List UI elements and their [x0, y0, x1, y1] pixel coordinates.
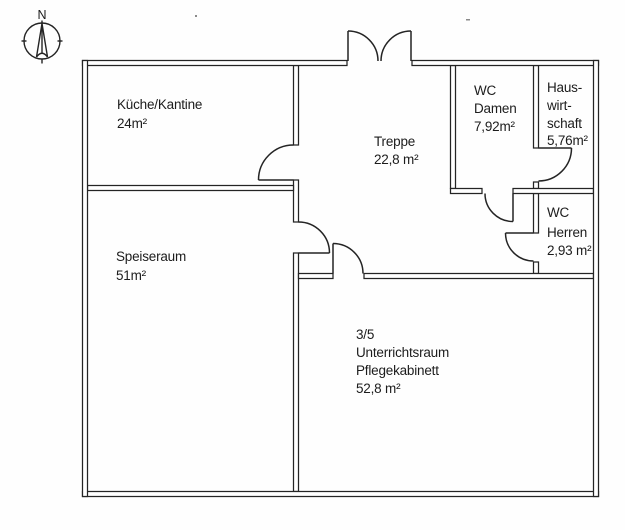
wall-segment: [592, 59, 600, 498]
room-label-hauswirtschaft: Haus- wirt- schaft 5,76m²: [546, 80, 589, 148]
wall-segment: [411, 59, 600, 67]
wall-segment: [81, 59, 89, 498]
entrance-double-door: [347, 30, 412, 62]
room-label-speiseraum: Speiseraum 51m²: [116, 249, 186, 283]
room-name: WC: [547, 205, 570, 220]
interior-walls: [86, 64, 595, 493]
hauswirtschaft-door: [538, 147, 573, 182]
room-area: 7,92m²: [474, 119, 516, 134]
scan-artifact: [466, 19, 470, 21]
wall-segment: [532, 192, 540, 234]
wall-segment: [532, 64, 540, 149]
room-name: Damen: [474, 101, 517, 116]
room-area: 24m²: [117, 116, 148, 131]
unterrichtsraum-door: [332, 242, 364, 274]
compass-north-label: N: [37, 8, 46, 22]
wall-segment: [292, 179, 300, 223]
room-name: WC: [474, 83, 497, 98]
room-label-wc-herren: WC Herren 2,93 m²: [547, 205, 592, 258]
wall-segment: [297, 272, 334, 280]
wall-segment: [292, 252, 300, 493]
scan-artifact: [195, 15, 197, 17]
room-name: wirt-: [546, 98, 572, 113]
room-area: 52,8 m²: [356, 381, 401, 396]
room-area: 22,8 m²: [374, 152, 419, 167]
wall-segment: [512, 187, 595, 195]
room-number: 3/5: [356, 327, 374, 342]
wall-segment: [532, 181, 540, 190]
room-name: Haus-: [547, 80, 582, 95]
wall-segment: [81, 490, 600, 498]
compass-north-icon: N: [21, 8, 63, 64]
outer-walls: [81, 59, 600, 498]
room-name: Treppe: [374, 134, 415, 149]
room-label-kueche-kantine: Küche/Kantine 24m²: [117, 97, 202, 131]
speiseraum-door: [298, 221, 331, 254]
wall-segment: [532, 261, 540, 275]
wall-segment: [449, 187, 483, 195]
room-name: schaft: [547, 116, 582, 131]
wc-damen-door: [484, 193, 514, 223]
room-name: Unterrichtsraum: [356, 345, 449, 360]
room-area: 51m²: [116, 268, 147, 283]
wall-segment: [363, 272, 595, 280]
room-name: Pflegekabinett: [356, 363, 439, 378]
wall-segment: [449, 64, 457, 190]
doors: [257, 30, 573, 274]
room-label-unterrichtsraum: 3/5 Unterrichtsraum Pflegekabinett 52,8 …: [356, 327, 449, 396]
wall-segment: [81, 59, 348, 67]
room-name: Herren: [547, 225, 587, 240]
room-label-wc-damen: WC Damen 7,92m²: [474, 83, 517, 134]
kueche-door: [257, 144, 294, 181]
wall-segment: [292, 64, 300, 146]
wc-herren-door: [504, 232, 534, 262]
room-area: 5,76m²: [547, 133, 589, 148]
room-name: Küche/Kantine: [117, 97, 202, 112]
room-name: Speiseraum: [116, 249, 186, 264]
room-area: 2,93 m²: [547, 243, 592, 258]
room-labels: Küche/Kantine 24m² Treppe 22,8 m² WC Dam…: [116, 80, 592, 396]
wall-segment: [86, 184, 295, 192]
room-label-treppe: Treppe 22,8 m²: [374, 134, 419, 167]
